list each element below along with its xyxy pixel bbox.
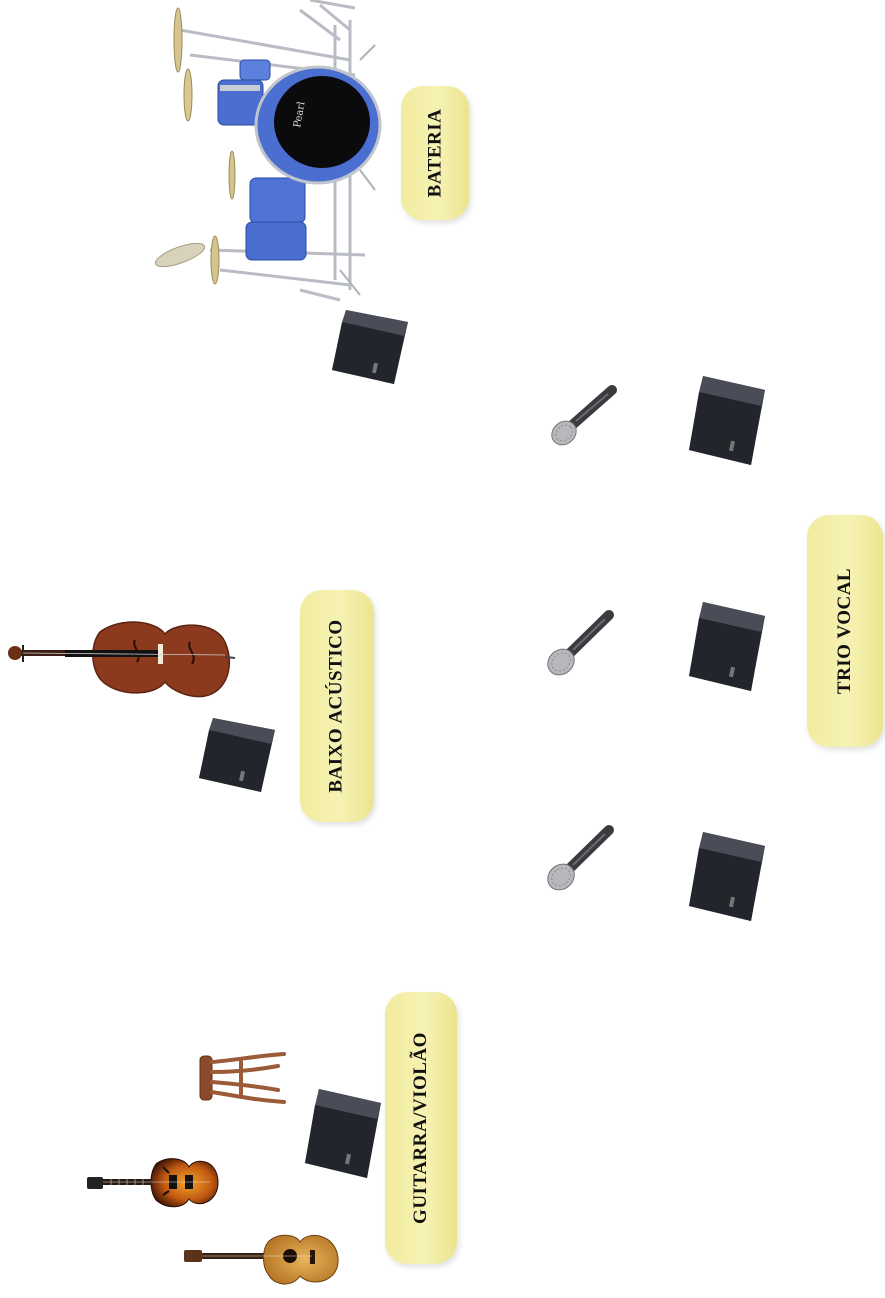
microphone-icon [545,610,615,680]
stool-icon [196,1052,288,1104]
label-guitarra-violao-text: GUITARRA/VIOLÃO [410,1032,432,1224]
drum-kit-icon: Pearl [150,0,380,305]
monitor-speaker-icon [687,372,767,467]
acoustic-guitar-icon [182,1228,342,1290]
microphone-icon [545,825,615,895]
label-bateria: BATERIA [401,86,469,220]
monitor-speaker-icon [197,714,277,794]
monitor-speaker-icon [330,306,410,386]
double-bass-icon [5,612,230,702]
electric-guitar-icon [85,1155,220,1210]
monitor-speaker-icon [303,1085,383,1180]
label-bateria-text: BATERIA [424,109,446,198]
label-baixo-acustico-text: BAIXO ACÚSTICO [326,619,348,792]
microphone-icon [548,385,618,450]
monitor-speaker-icon [687,828,767,923]
label-trio-vocal-text: TRIO VOCAL [834,568,856,694]
label-trio-vocal: TRIO VOCAL [807,515,883,747]
monitor-speaker-icon [687,598,767,693]
label-guitarra-violao: GUITARRA/VIOLÃO [385,992,457,1264]
label-baixo-acustico: BAIXO ACÚSTICO [300,590,374,822]
